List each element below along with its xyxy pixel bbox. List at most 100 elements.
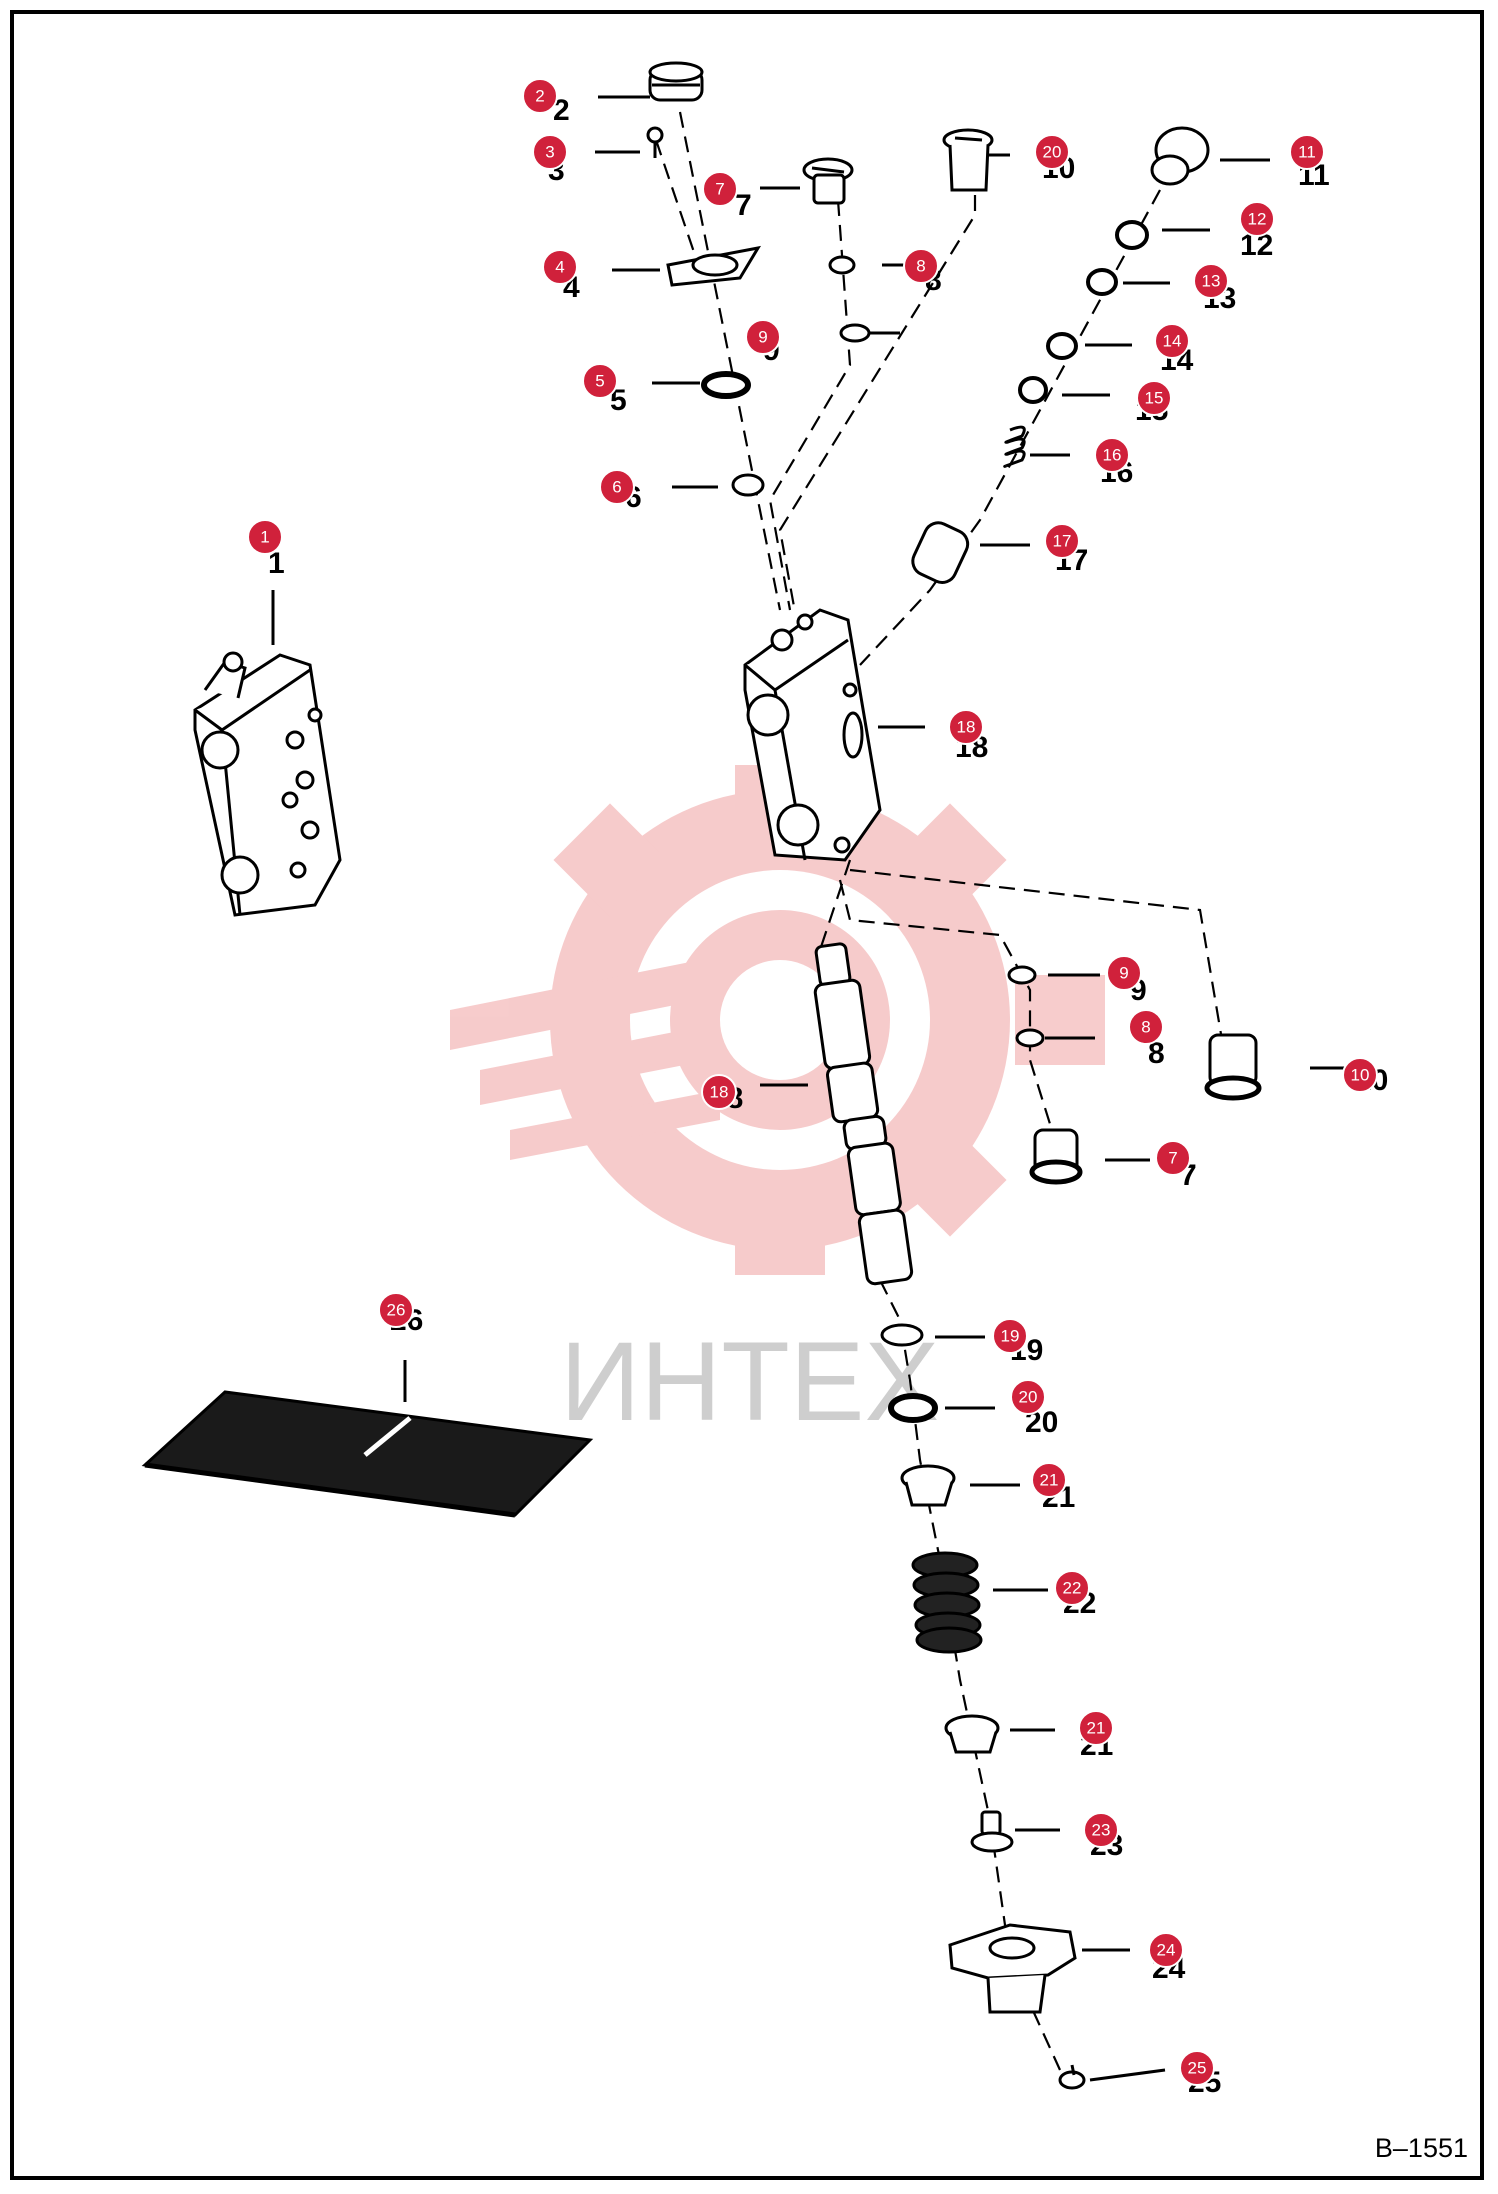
part-19-oring (880, 1323, 924, 1347)
svg-text:23: 23 (1092, 1821, 1111, 1840)
watermark-text: ИНТЕХ (560, 1319, 939, 1444)
label-1: 1 (268, 547, 285, 580)
svg-text:1: 1 (260, 528, 269, 547)
callout-4[interactable]: 4 (542, 249, 578, 285)
part-21-cup-lower (944, 1714, 1000, 1754)
part-22-spring (911, 1551, 983, 1654)
part-14-ring (1046, 332, 1078, 360)
svg-text:5: 5 (595, 372, 604, 391)
part-26-decal (141, 1390, 594, 1518)
svg-text:7: 7 (1168, 1149, 1177, 1168)
svg-text:6: 6 (612, 478, 621, 497)
svg-text:8: 8 (1141, 1018, 1150, 1037)
callout-24[interactable]: 24 (1148, 1932, 1184, 1968)
callout-6[interactable]: 6 (599, 469, 635, 505)
callout-20-lower[interactable]: 20 (1010, 1379, 1046, 1415)
part-21-cup (900, 1464, 956, 1507)
callout-18-lower[interactable]: 18 (701, 1074, 737, 1110)
svg-text:2: 2 (535, 87, 544, 106)
label-5: 5 (610, 384, 627, 417)
svg-text:9: 9 (758, 328, 767, 347)
callout-19[interactable]: 19 (992, 1318, 1028, 1354)
svg-text:26: 26 (387, 1301, 406, 1320)
svg-text:22: 22 (1063, 1579, 1082, 1598)
callout-8-lower[interactable]: 8 (1128, 1009, 1164, 1045)
part-8-oring-lower (1015, 1028, 1045, 1048)
callout-17[interactable]: 17 (1044, 523, 1080, 559)
callout-23[interactable]: 23 (1083, 1812, 1119, 1848)
callout-14[interactable]: 14 (1154, 323, 1190, 359)
callout-15[interactable]: 15 (1136, 380, 1172, 416)
part-1-valve-assembly (193, 651, 342, 917)
callout-9-lower[interactable]: 9 (1106, 955, 1142, 991)
callout-2[interactable]: 2 (522, 78, 558, 114)
part-9-oring-lower (1007, 965, 1037, 985)
callout-5[interactable]: 5 (582, 363, 618, 399)
svg-text:10: 10 (1351, 1066, 1370, 1085)
part-11-cap (1150, 126, 1210, 186)
svg-text:17: 17 (1053, 532, 1072, 551)
part-18-valve-body (743, 608, 882, 862)
svg-text:7: 7 (715, 180, 724, 199)
svg-text:16: 16 (1103, 446, 1122, 465)
callout-16[interactable]: 16 (1094, 437, 1130, 473)
part-25-screw (1058, 2064, 1086, 2090)
svg-text:25: 25 (1188, 2059, 1207, 2078)
part-16-spring (1003, 425, 1026, 468)
svg-text:3: 3 (545, 143, 554, 162)
callout-26[interactable]: 26 (378, 1292, 414, 1328)
svg-text:18: 18 (710, 1083, 729, 1102)
callout-7[interactable]: 7 (702, 171, 738, 207)
part-18-spool (813, 942, 914, 1286)
callout-8[interactable]: 8 (903, 248, 939, 284)
label-2: 2 (553, 94, 570, 127)
label-7: 7 (735, 189, 752, 222)
svg-text:19: 19 (1001, 1327, 1020, 1346)
callout-3[interactable]: 3 (532, 134, 568, 170)
svg-text:21: 21 (1087, 1719, 1106, 1738)
part-24-cover (948, 1923, 1077, 2014)
callout-22[interactable]: 22 (1054, 1570, 1090, 1606)
svg-text:15: 15 (1145, 389, 1164, 408)
part-20-washer (888, 1393, 938, 1423)
callout-1[interactable]: 1 (247, 519, 283, 555)
svg-text:4: 4 (555, 258, 564, 277)
callout-9[interactable]: 9 (745, 319, 781, 355)
part-10-plug (942, 128, 994, 192)
callout-25[interactable]: 25 (1179, 2050, 1215, 2086)
callout-11[interactable]: 11 (1289, 134, 1325, 170)
part-17-plunger (911, 521, 970, 584)
callout-badges: 2 3 4 5 6 1 7 8 9 20 11 12 13 14 15 16 1… (247, 78, 1378, 2086)
svg-text:18: 18 (957, 718, 976, 737)
svg-text:14: 14 (1163, 332, 1182, 351)
svg-text:20: 20 (1019, 1388, 1038, 1407)
svg-text:11: 11 (1298, 143, 1316, 162)
part-8-oring (828, 255, 856, 275)
svg-text:12: 12 (1248, 210, 1267, 229)
part-9-oring (839, 323, 871, 343)
callout-13[interactable]: 13 (1193, 263, 1229, 299)
callout-20[interactable]: 20 (1034, 134, 1070, 170)
svg-text:9: 9 (1119, 964, 1128, 983)
part-7-screw-plug (802, 157, 854, 205)
callout-10-lower[interactable]: 10 (1342, 1057, 1378, 1093)
part-15-ring (1018, 376, 1048, 404)
svg-text:8: 8 (916, 257, 925, 276)
part-3-pin (646, 126, 664, 158)
callout-21-lower[interactable]: 21 (1078, 1710, 1114, 1746)
callout-12[interactable]: 12 (1239, 201, 1275, 237)
part-23-bolt (970, 1810, 1014, 1853)
callout-18[interactable]: 18 (948, 709, 984, 745)
part-10-plug-lower (1204, 1033, 1262, 1101)
drawing-code: B–1551 (1374, 2133, 1468, 2163)
callout-7-lower[interactable]: 7 (1155, 1140, 1191, 1176)
part-13-ring (1086, 268, 1118, 296)
label-8-lower: 8 (1148, 1037, 1165, 1070)
svg-text:24: 24 (1157, 1941, 1176, 1960)
part-5-ring (701, 371, 751, 399)
svg-text:20: 20 (1043, 143, 1062, 162)
diagram-frame (10, 10, 1484, 2180)
callout-21[interactable]: 21 (1031, 1462, 1067, 1498)
part-4-flange (666, 245, 762, 287)
